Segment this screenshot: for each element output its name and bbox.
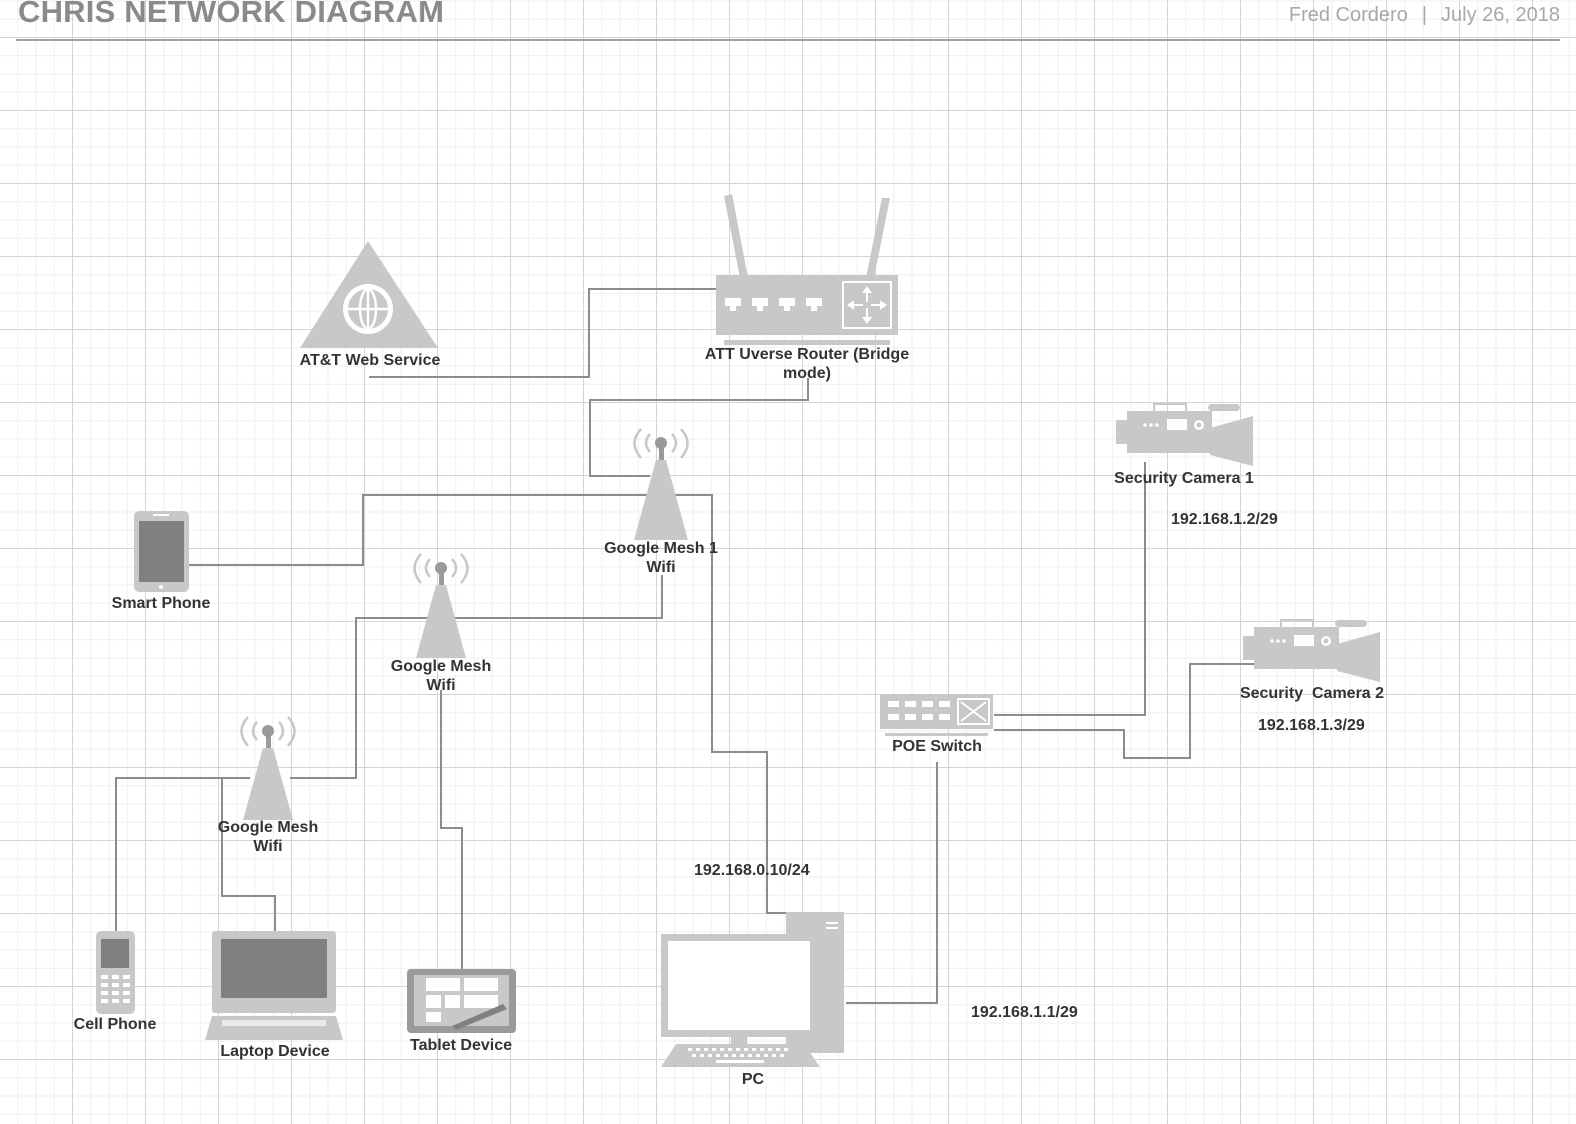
att-service-icon[interactable] <box>300 241 438 348</box>
wire-switch-camera1[interactable] <box>994 462 1146 716</box>
poe-switch-label: POE Switch <box>892 738 982 755</box>
laptop-label: Laptop Device <box>220 1043 330 1060</box>
laptop-icon[interactable] <box>205 931 343 1040</box>
cell-phone-icon[interactable] <box>96 931 135 1014</box>
author-name: Fred Cordero <box>1288 4 1408 26</box>
header-separator: | <box>1421 4 1428 26</box>
wire-router-mesh1[interactable] <box>589 378 809 477</box>
wire-mesh2-tablet[interactable] <box>440 690 463 972</box>
connectors <box>115 288 1254 1004</box>
ip-label-camera2: 192.168.1.3/29 <box>1258 717 1365 734</box>
poe-switch-icon[interactable] <box>880 694 993 736</box>
ip-label-switch-link: 192.168.1.1/29 <box>971 1004 1078 1021</box>
cell-phone-label: Cell Phone <box>73 1016 157 1033</box>
mesh1-label-line1: Google Mesh 1 <box>604 540 718 557</box>
mesh2-wifi-icon[interactable] <box>413 553 469 658</box>
tablet-icon[interactable] <box>407 969 516 1033</box>
wire-mesh3-laptop[interactable] <box>221 778 276 934</box>
router-icon[interactable] <box>716 194 898 345</box>
mesh1-label: Google Mesh 1 Wifi <box>586 539 736 577</box>
wire-att-router[interactable] <box>369 288 718 378</box>
smart-phone-label: Smart Phone <box>111 595 211 612</box>
diagram-title: CHRIS NETWORK DIAGRAM <box>18 0 445 29</box>
router-label-line1: ATT Uverse Router (Bridge <box>704 346 910 363</box>
diagram-date: July 26, 2018 <box>1441 4 1560 26</box>
router-label: ATT Uverse Router (Bridge mode) <box>687 345 927 383</box>
camera1-label: Security Camera 1 <box>1114 470 1254 487</box>
wire-switch-camera2[interactable] <box>994 663 1254 759</box>
smart-phone-icon[interactable] <box>134 511 189 592</box>
att-service-label: AT&T Web Service <box>299 352 441 369</box>
header-rule <box>16 39 1560 41</box>
pc-label: PC <box>741 1071 765 1088</box>
header-meta: Fred Cordero | July 26, 2018 <box>1289 4 1560 27</box>
mesh3-wifi-icon[interactable] <box>240 716 296 820</box>
router-label-line2: mode) <box>783 365 831 382</box>
wire-mesh2-mesh3[interactable] <box>290 617 441 779</box>
ip-label-pc-network: 192.168.0.10/24 <box>694 862 810 879</box>
pc-icon[interactable] <box>661 912 844 1067</box>
wire-mesh1-pc[interactable] <box>672 494 806 914</box>
wire-pc-switch[interactable] <box>846 762 938 1004</box>
mesh3-label-line1: Google Mesh <box>217 819 319 836</box>
tablet-label: Tablet Device <box>410 1037 512 1054</box>
camera2-label: Security Camera 2 <box>1239 685 1385 702</box>
mesh2-label-line2: Wifi <box>426 677 456 694</box>
wire-mesh3-cellphone[interactable] <box>115 777 250 934</box>
mesh1-label-line2: Wifi <box>646 559 676 576</box>
ip-label-camera1: 192.168.1.2/29 <box>1171 511 1278 528</box>
mesh3-label: Google Mesh Wifi <box>193 818 343 856</box>
mesh2-label-line1: Google Mesh <box>390 658 492 675</box>
mesh2-label: Google Mesh Wifi <box>366 657 516 695</box>
mesh1-wifi-icon[interactable] <box>633 428 689 540</box>
wire-mesh1-smartphone[interactable] <box>188 494 650 566</box>
wire-mesh1-mesh2[interactable] <box>443 575 663 619</box>
camera1-icon[interactable] <box>1116 403 1253 466</box>
mesh3-label-line2: Wifi <box>253 838 283 855</box>
camera2-icon[interactable] <box>1243 619 1380 682</box>
